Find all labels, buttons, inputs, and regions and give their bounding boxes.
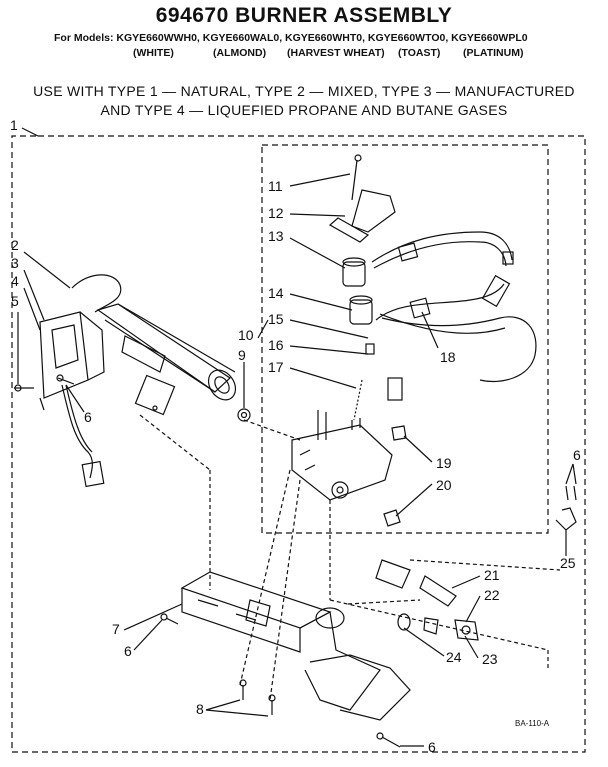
callout-8: 8 bbox=[196, 701, 204, 717]
callout-24: 24 bbox=[446, 649, 462, 665]
color-toast: (TOAST) bbox=[398, 47, 441, 59]
callout-25: 25 bbox=[560, 555, 576, 571]
burner-bracket bbox=[39, 311, 105, 411]
mounting-bracket bbox=[180, 571, 411, 721]
drawing-code: BA-110-A bbox=[515, 719, 550, 728]
assembly-boundary bbox=[11, 135, 586, 753]
orifice-parts bbox=[397, 613, 479, 641]
screw-5 bbox=[14, 384, 34, 392]
valve-group-boundary bbox=[261, 144, 549, 534]
screw-6-left bbox=[56, 374, 75, 385]
fitting-19 bbox=[391, 425, 407, 441]
callout-16: 16 bbox=[268, 337, 284, 353]
callout-11: 11 bbox=[268, 178, 283, 194]
callout-17: 17 bbox=[268, 359, 284, 375]
callout-13: 13 bbox=[268, 228, 284, 244]
color-almond: (ALMOND) bbox=[213, 47, 267, 59]
callout-6-bottom-left: 6 bbox=[124, 643, 132, 659]
callout-23: 23 bbox=[482, 651, 498, 667]
callout-2: 2 bbox=[11, 237, 19, 253]
valve-filter-parts bbox=[353, 343, 375, 421]
callout-3: 3 bbox=[11, 255, 19, 271]
gas-type-note: USE WITH TYPE 1 — NATURAL, TYPE 2 — MIXE… bbox=[0, 82, 608, 120]
screw-6-bottom bbox=[376, 732, 401, 748]
callout-20: 20 bbox=[436, 477, 452, 493]
callout-18: 18 bbox=[440, 349, 456, 365]
callout-6-left: 6 bbox=[84, 409, 92, 425]
igniter-tube-21 bbox=[375, 559, 457, 607]
valve-screw-11 bbox=[351, 154, 362, 201]
callout-7: 7 bbox=[112, 621, 120, 637]
flame-sensor-wire bbox=[61, 384, 105, 488]
callout-6-right: 6 bbox=[573, 447, 581, 463]
callout-1: 1 bbox=[10, 117, 18, 133]
nut-9 bbox=[237, 408, 251, 422]
leader-lines bbox=[17, 173, 577, 747]
color-white: (WHITE) bbox=[133, 47, 174, 59]
gas-valve bbox=[291, 410, 393, 501]
screw-8b bbox=[268, 694, 276, 715]
callout-22: 22 bbox=[484, 587, 500, 603]
color-platinum: (PLATINUM) bbox=[463, 47, 524, 59]
callout-19: 19 bbox=[436, 455, 452, 471]
gas-type-line-2: AND TYPE 4 — LIQUEFIED PROPANE AND BUTAN… bbox=[100, 102, 508, 118]
installation-lines bbox=[139, 414, 561, 701]
callout-9: 9 bbox=[238, 347, 246, 363]
callout-4: 4 bbox=[11, 273, 19, 289]
clip-25 bbox=[555, 485, 577, 531]
color-harvest-wheat: (HARVEST WHEAT) bbox=[287, 47, 385, 59]
diagram-title: 694670 BURNER ASSEMBLY bbox=[155, 4, 453, 27]
callout-15: 15 bbox=[268, 311, 284, 327]
burner-tube bbox=[71, 274, 237, 416]
nut-20 bbox=[383, 509, 401, 527]
gas-type-line-1: USE WITH TYPE 1 — NATURAL, TYPE 2 — MIXE… bbox=[33, 83, 575, 99]
callout-6-bottom: 6 bbox=[428, 739, 436, 755]
valve-coils bbox=[328, 189, 396, 325]
wire-harness bbox=[371, 231, 537, 401]
model-list: For Models: KGYE660WWH0, KGYE660WAL0, KG… bbox=[54, 32, 528, 44]
callout-21: 21 bbox=[484, 567, 500, 583]
callout-12: 12 bbox=[268, 205, 284, 221]
callout-14: 14 bbox=[268, 285, 284, 301]
callout-10: 10 bbox=[238, 327, 254, 343]
screw-6-bottom-left bbox=[160, 613, 179, 625]
callout-5: 5 bbox=[11, 293, 19, 309]
